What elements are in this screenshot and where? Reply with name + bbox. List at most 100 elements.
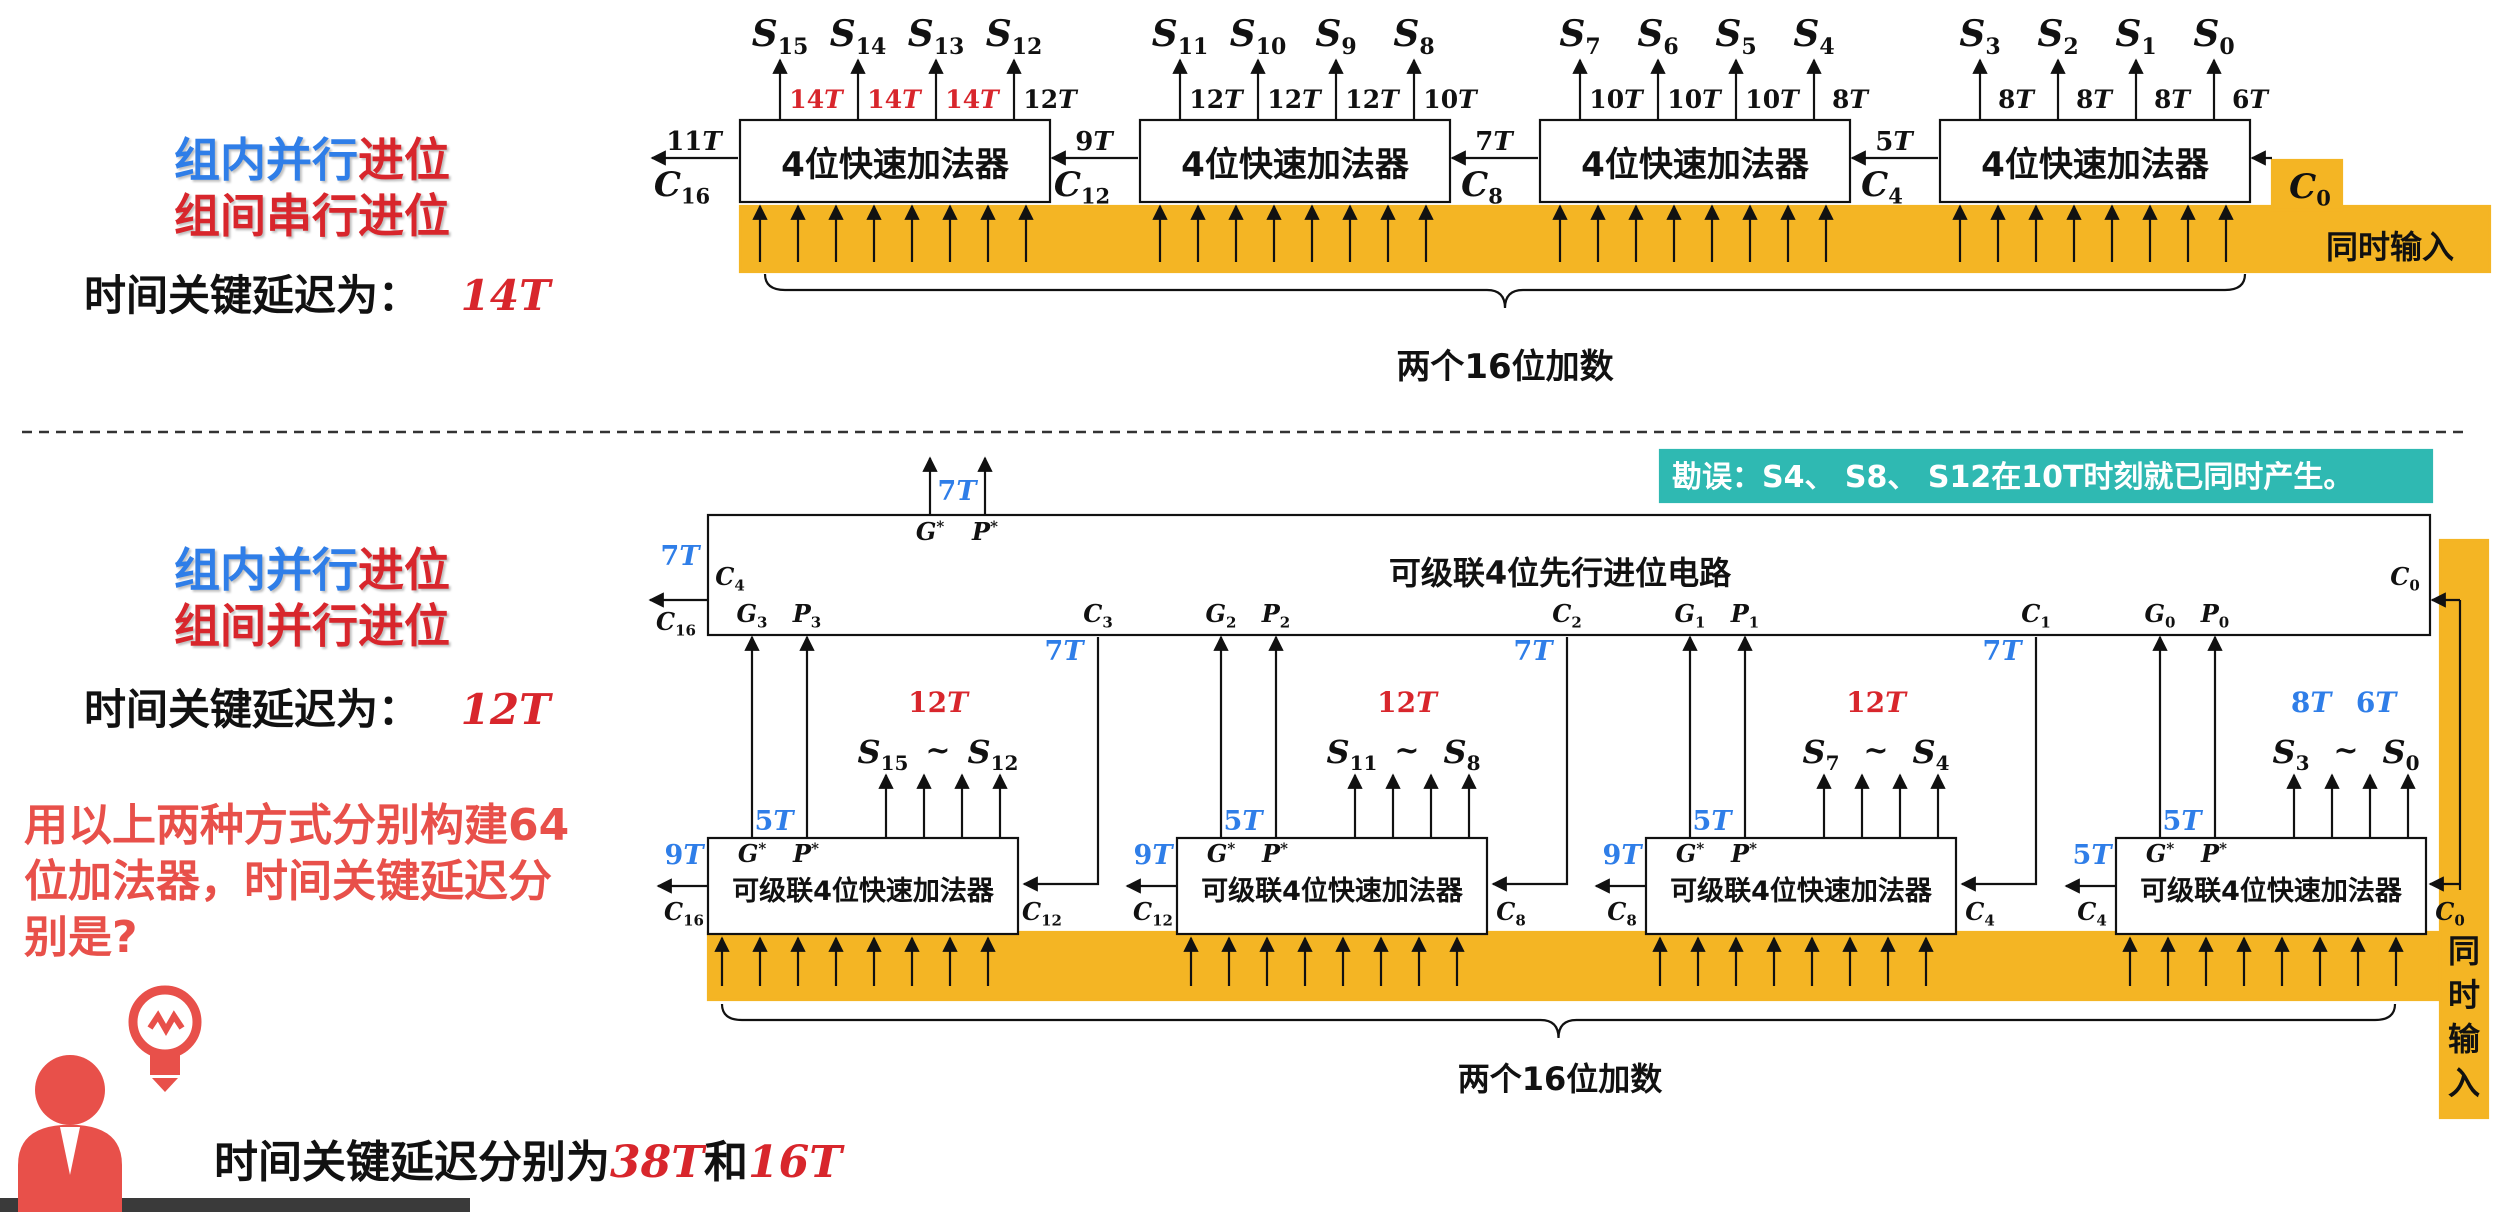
parallel-carry-diagram: 勘误：S4、 S8、 S12在10T时刻就已同时产生。可级联4位先行进位电路7T…	[648, 448, 2490, 1120]
adder-carry-out-label: C16	[664, 897, 704, 929]
cla-carry-time: 7T	[1045, 636, 1086, 667]
sum-range-end-label: S8	[1443, 733, 1480, 775]
top-scheme-line1: 组内并行进位	[174, 124, 450, 190]
sum-output-time: 14T	[945, 85, 1001, 114]
sum-output-time: 12T	[1189, 85, 1245, 114]
carry-c0-label: C0	[2289, 167, 2331, 210]
sum-time-label: 12T	[908, 686, 970, 719]
top-line2-rest: 进位	[358, 189, 450, 243]
sum-output-label: S3	[1959, 13, 2000, 60]
cla-group-g-label: G2	[1206, 599, 1237, 631]
sum-range-start-label: S11	[1327, 733, 1378, 775]
cla-group-p-label: P3	[792, 599, 821, 631]
sum-output-time: 10T	[1423, 85, 1479, 114]
bottom-line2-highlight: 组间并行	[174, 599, 358, 653]
adder-carry-in-label: C0	[2435, 897, 2465, 929]
adder-gstar-label: G*	[1676, 839, 1705, 868]
adder-carry-out-time: 9T	[665, 840, 706, 871]
cla-c4-label: C4	[715, 562, 745, 594]
gp-time-label: 5T	[755, 806, 796, 837]
bottom-line1-rest: 进位	[358, 543, 450, 597]
erratum-banner	[1658, 448, 2434, 504]
adder-pstar-label: P*	[1730, 839, 1757, 868]
carry-label: C4	[1861, 165, 1903, 208]
sum-output-time: 8T	[2076, 85, 2114, 114]
sum-range-end-label: S12	[968, 733, 1019, 775]
fast-adder-label: 4位快速加法器	[1981, 145, 2210, 185]
fast-adder-4bit-box	[1538, 118, 1852, 204]
sum-output-label: S10	[1230, 13, 1287, 60]
cla-group-p-label: P1	[1730, 599, 1759, 631]
sum-output-label: S12	[986, 13, 1043, 60]
bottom-delay-line: 时间关键延迟为： 12T	[84, 676, 550, 737]
cla-carry-time: 7T	[1514, 636, 1555, 667]
gp-time-label: 5T	[1693, 806, 1734, 837]
operand-brace	[763, 273, 2247, 309]
presenter-icon	[18, 1055, 122, 1212]
sum-output-label: S5	[1715, 13, 1756, 60]
simultaneous-input-label: 同时输入	[2326, 228, 2454, 266]
top-scheme-line2: 组间串行进位	[174, 180, 450, 246]
bottom-delay-value: 12T	[460, 685, 551, 734]
cla-group-p-label: P2	[1261, 599, 1290, 631]
adder-carry-out-time: 9T	[1134, 840, 1175, 871]
sum-time-label-s0: 6T	[2356, 686, 2398, 719]
simultaneous-input-char: 同	[2448, 932, 2480, 970]
cla-carry-to-adder	[1960, 637, 2038, 892]
adder-gstar-label: G*	[2146, 839, 2175, 868]
cla-carry-label: C1	[2021, 599, 2051, 631]
sum-range-end-label: S0	[2382, 733, 2419, 775]
sum-output-time: 12T	[1345, 85, 1401, 114]
gp-time-label: 5T	[2163, 806, 2204, 837]
carry-time-label: 5T	[1875, 127, 1914, 157]
fast-adder-label: 4位快速加法器	[781, 145, 1010, 185]
cascadable-fast-adder-label: 可级联4位快速加法器	[732, 875, 995, 907]
sum-time-label: 12T	[1377, 686, 1439, 719]
answer-prefix: 时间关键延迟分别为	[214, 1137, 610, 1188]
operand-input-bus-bottom	[706, 930, 2442, 1002]
gp-time-label: 5T	[1224, 806, 1265, 837]
bottom-delay-prefix: 时间关键延迟为：	[84, 685, 421, 734]
lightbulb-icon	[128, 985, 202, 1092]
sum-output-time: 8T	[1832, 85, 1870, 114]
answer-line: 时间关键延迟分别为38T和16T	[214, 1126, 842, 1190]
sum-range-tilde: ~	[1394, 733, 1419, 768]
sum-range-start-label: S7	[1802, 733, 1839, 775]
adder-carry-in-label: C4	[1965, 897, 1995, 929]
adder-pstar-label: P*	[2200, 839, 2227, 868]
sum-output-label: S6	[1637, 13, 1678, 60]
adder-pstar-label: P*	[1261, 839, 1288, 868]
top-delay-line: 时间关键延迟为： 14T	[84, 262, 550, 323]
adder-pstar-label: P*	[792, 839, 819, 868]
top-line1-highlight: 组内并行	[174, 133, 358, 187]
top-line2-highlight: 组间串行	[174, 189, 358, 243]
cla-group-p-label: P0	[2200, 599, 2229, 631]
cascadable-fast-adder-box	[1175, 836, 1489, 936]
sum-output-label: S8	[1393, 13, 1434, 60]
cascadable-fast-adder-label: 可级联4位快速加法器	[1670, 875, 1933, 907]
sum-output-time: 10T	[1745, 85, 1801, 114]
adder-carry-out-time: 9T	[1603, 840, 1644, 871]
carry-label: C16	[654, 165, 710, 208]
cla-pstar-label: P*	[971, 517, 998, 546]
adder-carry-out-label: C12	[1133, 897, 1173, 929]
cla-c16-label: C16	[656, 607, 696, 639]
carry-label: C12	[1054, 165, 1110, 208]
operand-brace-bottom	[720, 1003, 2397, 1039]
adder-carry-in-label: C8	[1496, 897, 1526, 929]
bottom-scheme-line2: 组间并行进位	[174, 590, 450, 656]
answer-value-1: 38T	[610, 1137, 704, 1188]
sum-output-time: 14T	[867, 85, 923, 114]
adder-carry-out-time: 5T	[2073, 840, 2114, 871]
bottom-line2-rest: 进位	[358, 599, 450, 653]
cla-group-g-label: G1	[1675, 599, 1706, 631]
cascadable-fast-adder-label: 可级联4位快速加法器	[1201, 875, 1464, 907]
cascadable-fast-adder-label: 可级联4位快速加法器	[2140, 875, 2403, 907]
fast-adder-label: 4位快速加法器	[1581, 145, 1810, 185]
sum-output-label: S0	[2193, 13, 2234, 60]
c0-input-block	[2270, 158, 2344, 212]
adder-gstar-label: G*	[738, 839, 767, 868]
cla-carry-time: 7T	[1983, 636, 2024, 667]
sum-output-time: 10T	[1589, 85, 1645, 114]
cla-circuit-label: 可级联4位先行进位电路	[1389, 554, 1732, 592]
